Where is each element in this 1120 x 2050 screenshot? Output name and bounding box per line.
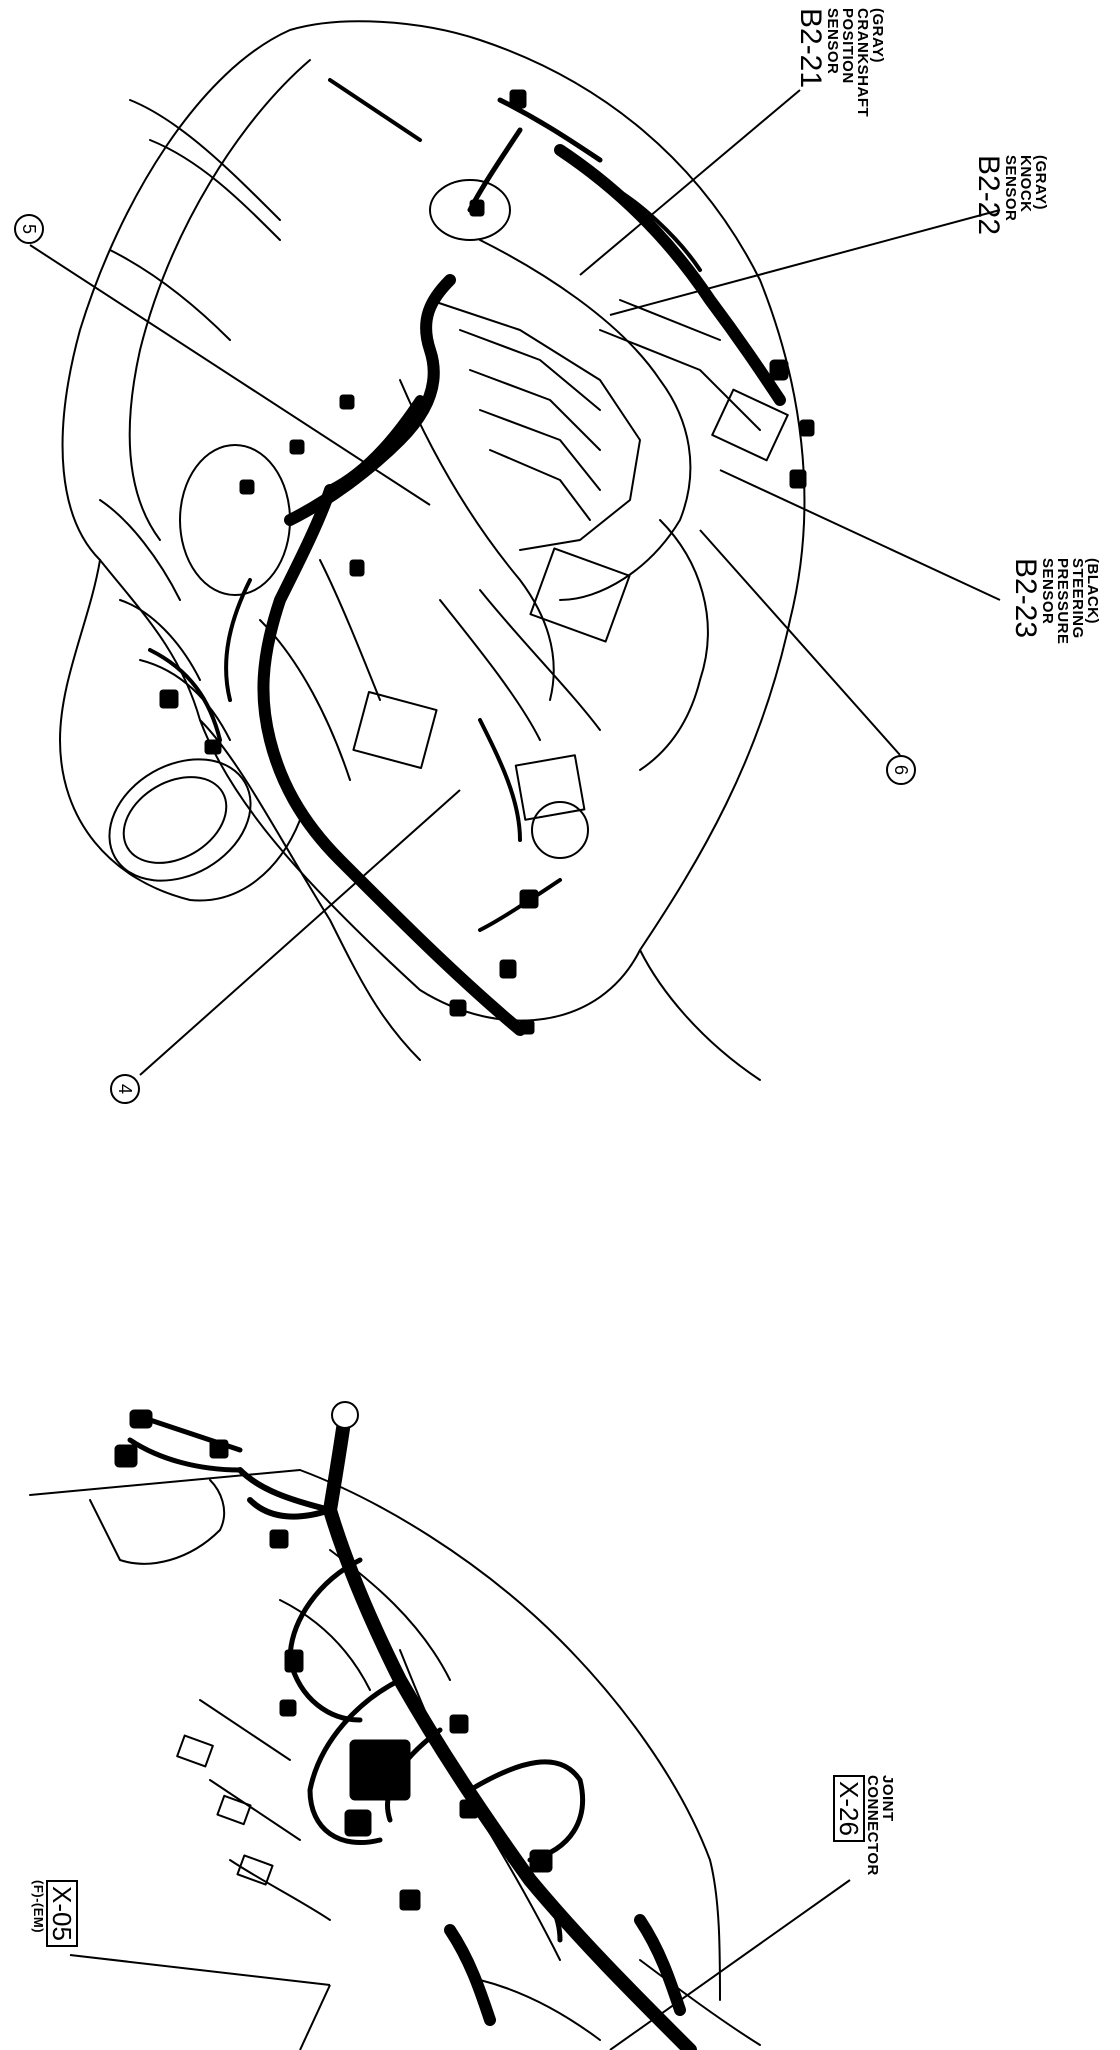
label-crankshaft-position-sensor: (GRAY) CRANKSHAFT POSITION SENSOR B2-21 (794, 8, 886, 118)
bottom-harness (127, 1408, 697, 2050)
x-26-line-2: CONNECTOR (864, 1775, 881, 1876)
b2-22-line-1: (GRAY) (1032, 155, 1049, 210)
top-leader-lines (29, 89, 1001, 1076)
b2-21-line-2: CRANKSHAFT (854, 8, 871, 118)
label-steering-pressure-sensor: (BLACK) STEERING PRESSURE SENSOR B2-23 (1009, 558, 1101, 645)
bottom-engine-drawing (29, 1469, 761, 2046)
b2-22-code: B2-22 (972, 155, 1005, 236)
callout-4: 4 (110, 1074, 140, 1104)
b2-23-line-1: (BLACK) (1084, 558, 1101, 624)
callout-6-text: 6 (890, 764, 911, 776)
callout-5: 5 (14, 214, 44, 244)
b2-22-line-2: KNOCK (1017, 155, 1034, 213)
b2-21-line-3: POSITION (839, 8, 856, 84)
top-connectors (159, 89, 815, 1035)
grommet (331, 1401, 359, 1429)
label-knock-sensor: (GRAY) KNOCK SENSOR B2-22 (972, 155, 1049, 236)
b2-23-line-4: SENSOR (1039, 558, 1056, 625)
x-26-code: X-26 (833, 1775, 865, 1842)
callout-5-text: 5 (18, 223, 39, 235)
b2-22-line-3: SENSOR (1002, 155, 1019, 222)
b2-21-line-1: (GRAY) (869, 8, 886, 63)
b2-23-line-2: STEERING (1069, 558, 1086, 639)
callout-4-text: 4 (114, 1083, 135, 1095)
top-harness (148, 78, 786, 1036)
label-joint-connector: JOINT CONNECTOR X-26 (833, 1775, 896, 1876)
callout-6: 6 (886, 755, 916, 785)
b2-21-code: B2-21 (794, 8, 827, 89)
x-26-line-1: JOINT (879, 1775, 896, 1822)
b2-21-line-4: SENSOR (824, 8, 841, 75)
b2-23-code: B2-23 (1009, 558, 1042, 639)
bottom-connectors (114, 1409, 553, 1911)
x-05-sub: (F)-(EM) (31, 1880, 46, 1934)
label-x-05: X-05 (F)-(EM) (31, 1880, 78, 1947)
b2-23-line-3: PRESSURE (1054, 558, 1071, 645)
bottom-leader-lines (69, 1879, 851, 2050)
x-05-code: X-05 (46, 1880, 78, 1947)
